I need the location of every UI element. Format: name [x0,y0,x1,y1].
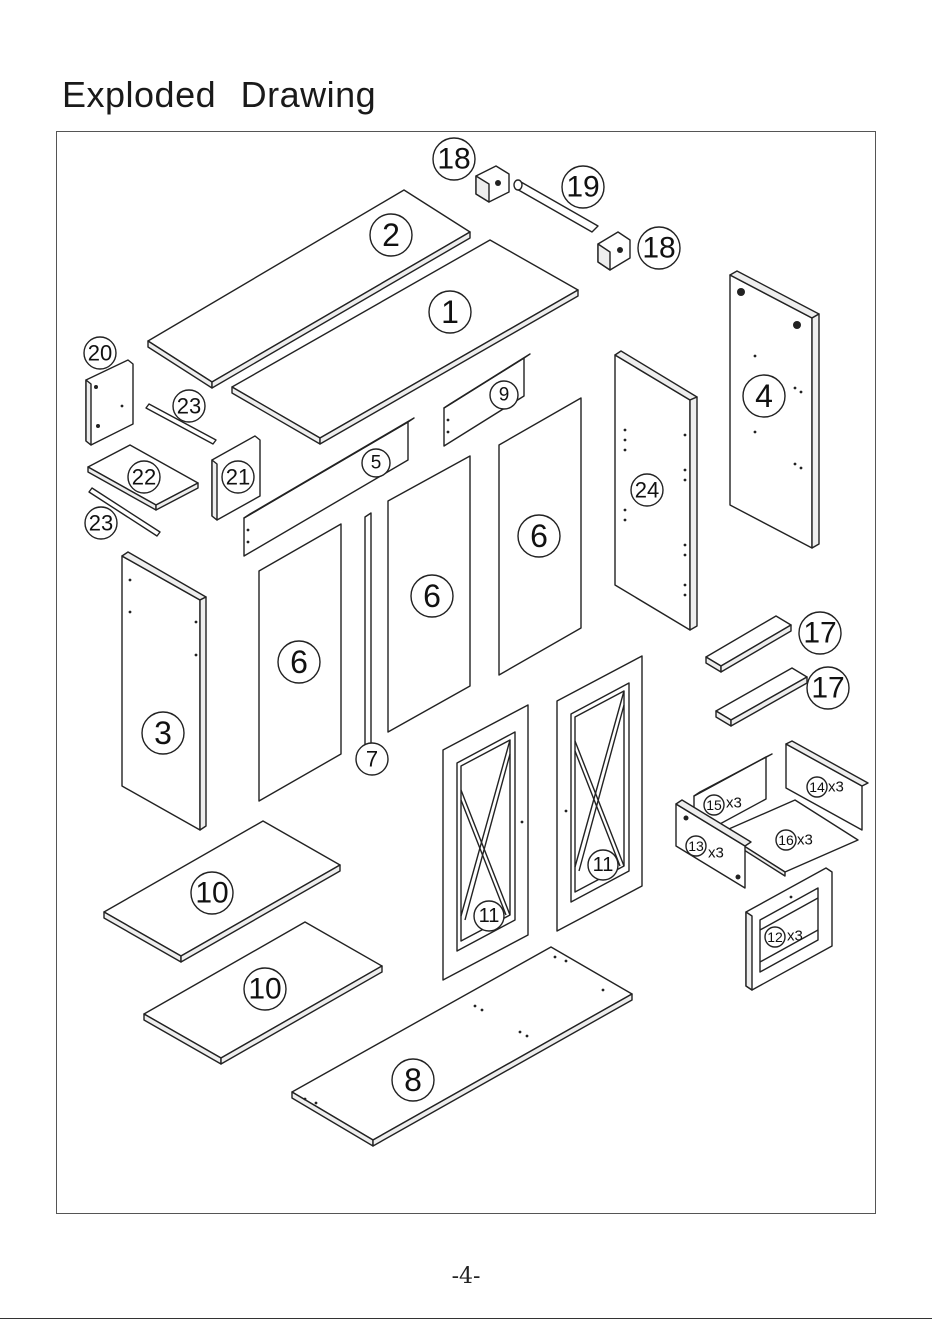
label-part-1: 1 [429,291,471,333]
label-text: 21 [226,465,250,490]
label-part-18b: 18 [638,227,680,269]
label-part-2: 2 [370,214,412,256]
label-part-7: 7 [356,743,388,775]
label-text: 11 [593,854,614,876]
qty-text: x3 [797,832,813,849]
label-text: 6 [530,518,548,554]
label-text: 7 [366,747,378,772]
page-number: -4- [0,1264,932,1289]
label-part-6a: 6 [278,641,320,683]
label-part-18a: 18 [433,138,475,180]
label-text: 23 [177,394,201,419]
label-text: 4 [755,378,773,414]
label-part-6b: 6 [411,575,453,617]
label-text: 8 [404,1062,422,1098]
label-text: 10 [248,973,281,1006]
label-part-19: 19 [562,166,604,208]
part-11-door-left [443,705,528,980]
part-7-post [365,513,371,747]
label-text: 17 [811,672,844,705]
label-part-10b: 10 [244,968,286,1010]
label-text: 6 [290,644,308,680]
qty-text: x3 [828,779,844,796]
qty-text: x3 [726,795,742,812]
label-text: 6 [423,578,441,614]
label-part-17b: 17 [807,667,849,709]
label-text: 9 [499,385,510,406]
bottom-rule [0,1318,932,1319]
label-part-20: 20 [84,337,116,369]
label-text: 23 [89,511,113,536]
qty-text: x3 [787,928,803,945]
label-text: 3 [154,715,172,751]
label-text: 15 [706,797,722,813]
label-part-21: 21 [222,461,254,493]
label-text: 24 [635,478,659,503]
label-part-23b: 23 [85,507,117,539]
label-text: 22 [132,465,156,490]
label-part-11a: 11 [474,901,504,931]
qty-text: x3 [708,845,724,862]
label-text: 13 [688,838,704,854]
part-20-panel [86,360,133,445]
part-18-bracket-top [476,166,509,202]
label-text: 10 [195,877,228,910]
part-18-bracket-bottom [598,232,630,270]
label-part-8: 8 [392,1059,434,1101]
label-text: 18 [437,143,470,176]
part-17-strip-top [706,616,791,672]
label-text: 18 [642,232,675,265]
label-text: 2 [382,217,400,253]
label-text: 19 [566,171,599,204]
label-part-9: 9 [490,381,518,409]
part-3-panel [122,552,206,830]
label-text: 11 [479,905,500,927]
label-text: 12 [767,929,783,945]
label-part-23a: 23 [173,390,205,422]
label-part-4: 4 [743,375,785,417]
label-text: 20 [88,341,112,366]
label-part-5: 5 [362,449,390,477]
label-part-6c: 6 [518,515,560,557]
label-text: 1 [441,294,459,330]
label-part-17a: 17 [799,612,841,654]
label-text: 17 [803,617,836,650]
label-text: 5 [371,453,382,474]
label-text: 14 [809,779,825,795]
part-17-strip-bottom [716,668,807,726]
label-part-11b: 11 [588,850,618,880]
part-11-door-right [557,656,642,931]
label-part-24: 24 [631,474,663,506]
label-part-3: 3 [142,712,184,754]
label-text: 16 [778,832,794,848]
label-part-10a: 10 [191,872,233,914]
label-part-22: 22 [128,461,160,493]
